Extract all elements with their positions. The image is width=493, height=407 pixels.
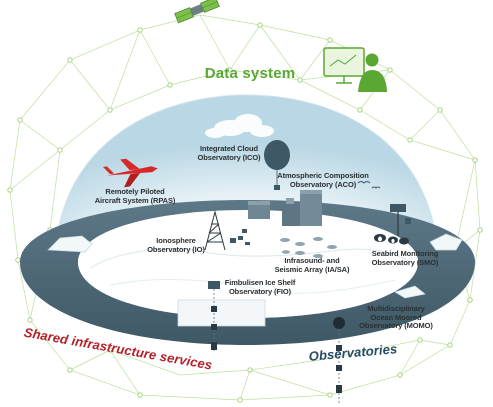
io-label-line-1: Ionosphere bbox=[156, 236, 196, 245]
fio-label-line-1: Fimbulisen Ice Shelf bbox=[224, 278, 296, 287]
ico-label: Integrated Cloud Observatory (ICO) bbox=[184, 144, 274, 162]
iceberg-icon bbox=[47, 233, 463, 299]
rpas-label: Remotely Piloted Aircraft System (RPAS) bbox=[85, 187, 185, 205]
seabird-observatory-icon bbox=[374, 204, 411, 245]
smo-label-line-1: Seabird Monitoring bbox=[371, 249, 439, 258]
ice-shelf-edge bbox=[177, 299, 266, 327]
aco-buildings-icon bbox=[248, 190, 322, 226]
io-label: Ionosphere Observatory (IO) bbox=[141, 236, 211, 254]
data-analyst-icon bbox=[323, 47, 387, 92]
aco-label: Atmospheric Composition Observatory (ACO… bbox=[268, 171, 378, 189]
iasa-label: Infrasound- and Seismic Array (IA/SA) bbox=[262, 256, 362, 274]
momo-label-line-1: Multidisciplinary bbox=[367, 304, 425, 313]
smo-label-line-2: Observatory (SMO) bbox=[371, 257, 439, 267]
fio-label: Fimbulisen Ice Shelf Observatory (FIO) bbox=[214, 278, 306, 296]
rpas-label-line-1: Remotely Piloted bbox=[105, 187, 165, 196]
infrasound-array-icon bbox=[280, 237, 337, 258]
iasa-label-line-1: Infrasound- and bbox=[284, 256, 340, 265]
aco-label-line-1: Atmospheric Composition bbox=[277, 171, 369, 180]
iasa-label-line-2: Seismic Array (IA/SA) bbox=[274, 264, 350, 274]
momo-label-line-2: Ocean Moored bbox=[370, 312, 422, 322]
smo-label: Seabird Monitoring Observatory (SMO) bbox=[360, 249, 450, 267]
cloud-icon bbox=[205, 114, 274, 138]
ionosphere-antenna-icon bbox=[204, 210, 226, 251]
momo-label: Multidisciplinary Ocean Moored Observato… bbox=[352, 304, 440, 331]
momo-label-line-3: Observatory (MOMO) bbox=[359, 321, 433, 330]
ico-label-line-2: Observatory (ICO) bbox=[197, 152, 261, 162]
data-system-title: Data system bbox=[204, 65, 296, 82]
bird-icon bbox=[357, 181, 381, 189]
seismic-sensors-icon bbox=[230, 229, 250, 245]
ocean-mooring-icon bbox=[333, 317, 345, 404]
io-label-line-2: Observatory (IO) bbox=[147, 244, 205, 254]
aco-label-line-2: Observatory (ACO) bbox=[289, 179, 357, 189]
ice-shelf-sensor-icon bbox=[208, 281, 220, 352]
network-nodes bbox=[7, 22, 483, 403]
rpas-label-line-2: Aircraft System (RPAS) bbox=[94, 195, 176, 205]
satellite-icon bbox=[174, 0, 220, 24]
aircraft-icon bbox=[103, 158, 158, 188]
infrastructure-ring bbox=[20, 200, 475, 345]
weather-balloon-icon bbox=[264, 140, 290, 190]
ico-label-line-1: Integrated Cloud bbox=[200, 144, 258, 153]
fio-label-line-2: Observatory (FIO) bbox=[228, 286, 292, 296]
